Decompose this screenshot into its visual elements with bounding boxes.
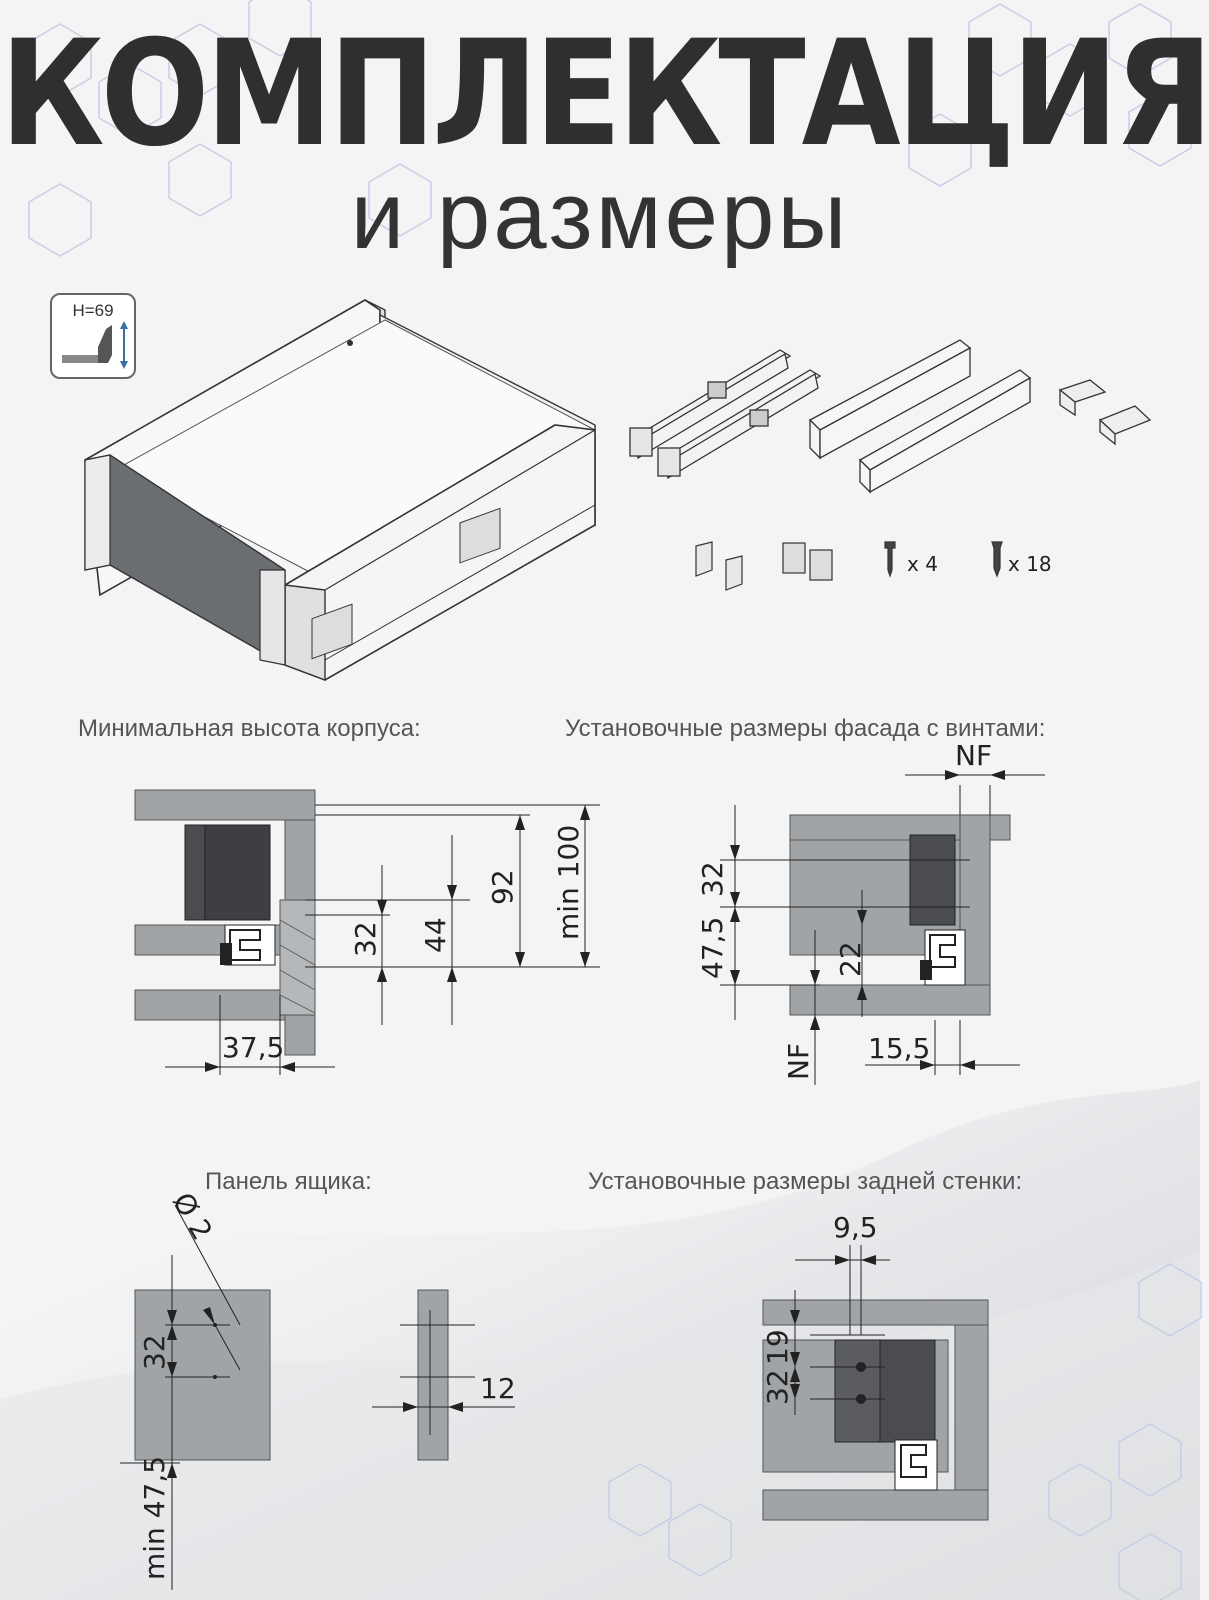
dim-32-facade: 32 [696, 861, 729, 897]
height-badge: H=69 [50, 293, 136, 379]
badge-label: H=69 [72, 301, 114, 320]
caption-facade: Установочные размеры фасада с винтами: [565, 715, 1046, 742]
dim-diameter-2: Ø 2 [166, 1187, 219, 1246]
caption-back: Установочные размеры задней стенки: [588, 1168, 1023, 1195]
dim-32-back: 32 [761, 1369, 794, 1405]
dim-19: 19 [761, 1329, 794, 1365]
caption-panel: Панель ящика: [205, 1168, 372, 1195]
dim-9-5: 9,5 [833, 1211, 878, 1244]
dim-min-47-5: min 47,5 [138, 1456, 171, 1580]
drawer-height-icon [62, 321, 128, 369]
dim-92: 92 [486, 869, 519, 905]
dim-15-5: 15,5 [868, 1032, 930, 1065]
dim-12: 12 [480, 1372, 516, 1405]
dim-37-5: 37,5 [222, 1031, 284, 1064]
page-title: КОМПЛЕКТАЦИЯ [0, 9, 1209, 180]
dim-min-100: min 100 [552, 825, 585, 940]
dim-22: 22 [834, 941, 867, 977]
dim-47-5-facade: 47,5 [696, 917, 729, 979]
screws-small-count: x 18 [1008, 552, 1052, 576]
diagram-panel: Ø 2 32 min 47,5 12 [120, 1187, 516, 1590]
caption-min-height: Минимальная высота корпуса: [78, 715, 421, 742]
dim-nf-top: NF [955, 739, 992, 772]
dim-nf-bottom: NF [782, 1043, 815, 1080]
diagram-min-height: 92 min 100 44 32 37,5 [134, 789, 600, 1075]
drawer-illustration [84, 299, 597, 682]
dim-32: 32 [349, 921, 382, 957]
dim-32-panel: 32 [138, 1334, 171, 1370]
page-subtitle: и размеры [350, 162, 850, 269]
dim-44: 44 [419, 917, 452, 953]
diagram-facade: NF 32 47,5 22 NF 15,5 [696, 739, 1045, 1085]
parts-illustration: x 4 x 18 [628, 339, 1152, 591]
screws-m4-count: x 4 [907, 552, 938, 576]
diagram-back: 9,5 19 32 [761, 1211, 989, 1521]
